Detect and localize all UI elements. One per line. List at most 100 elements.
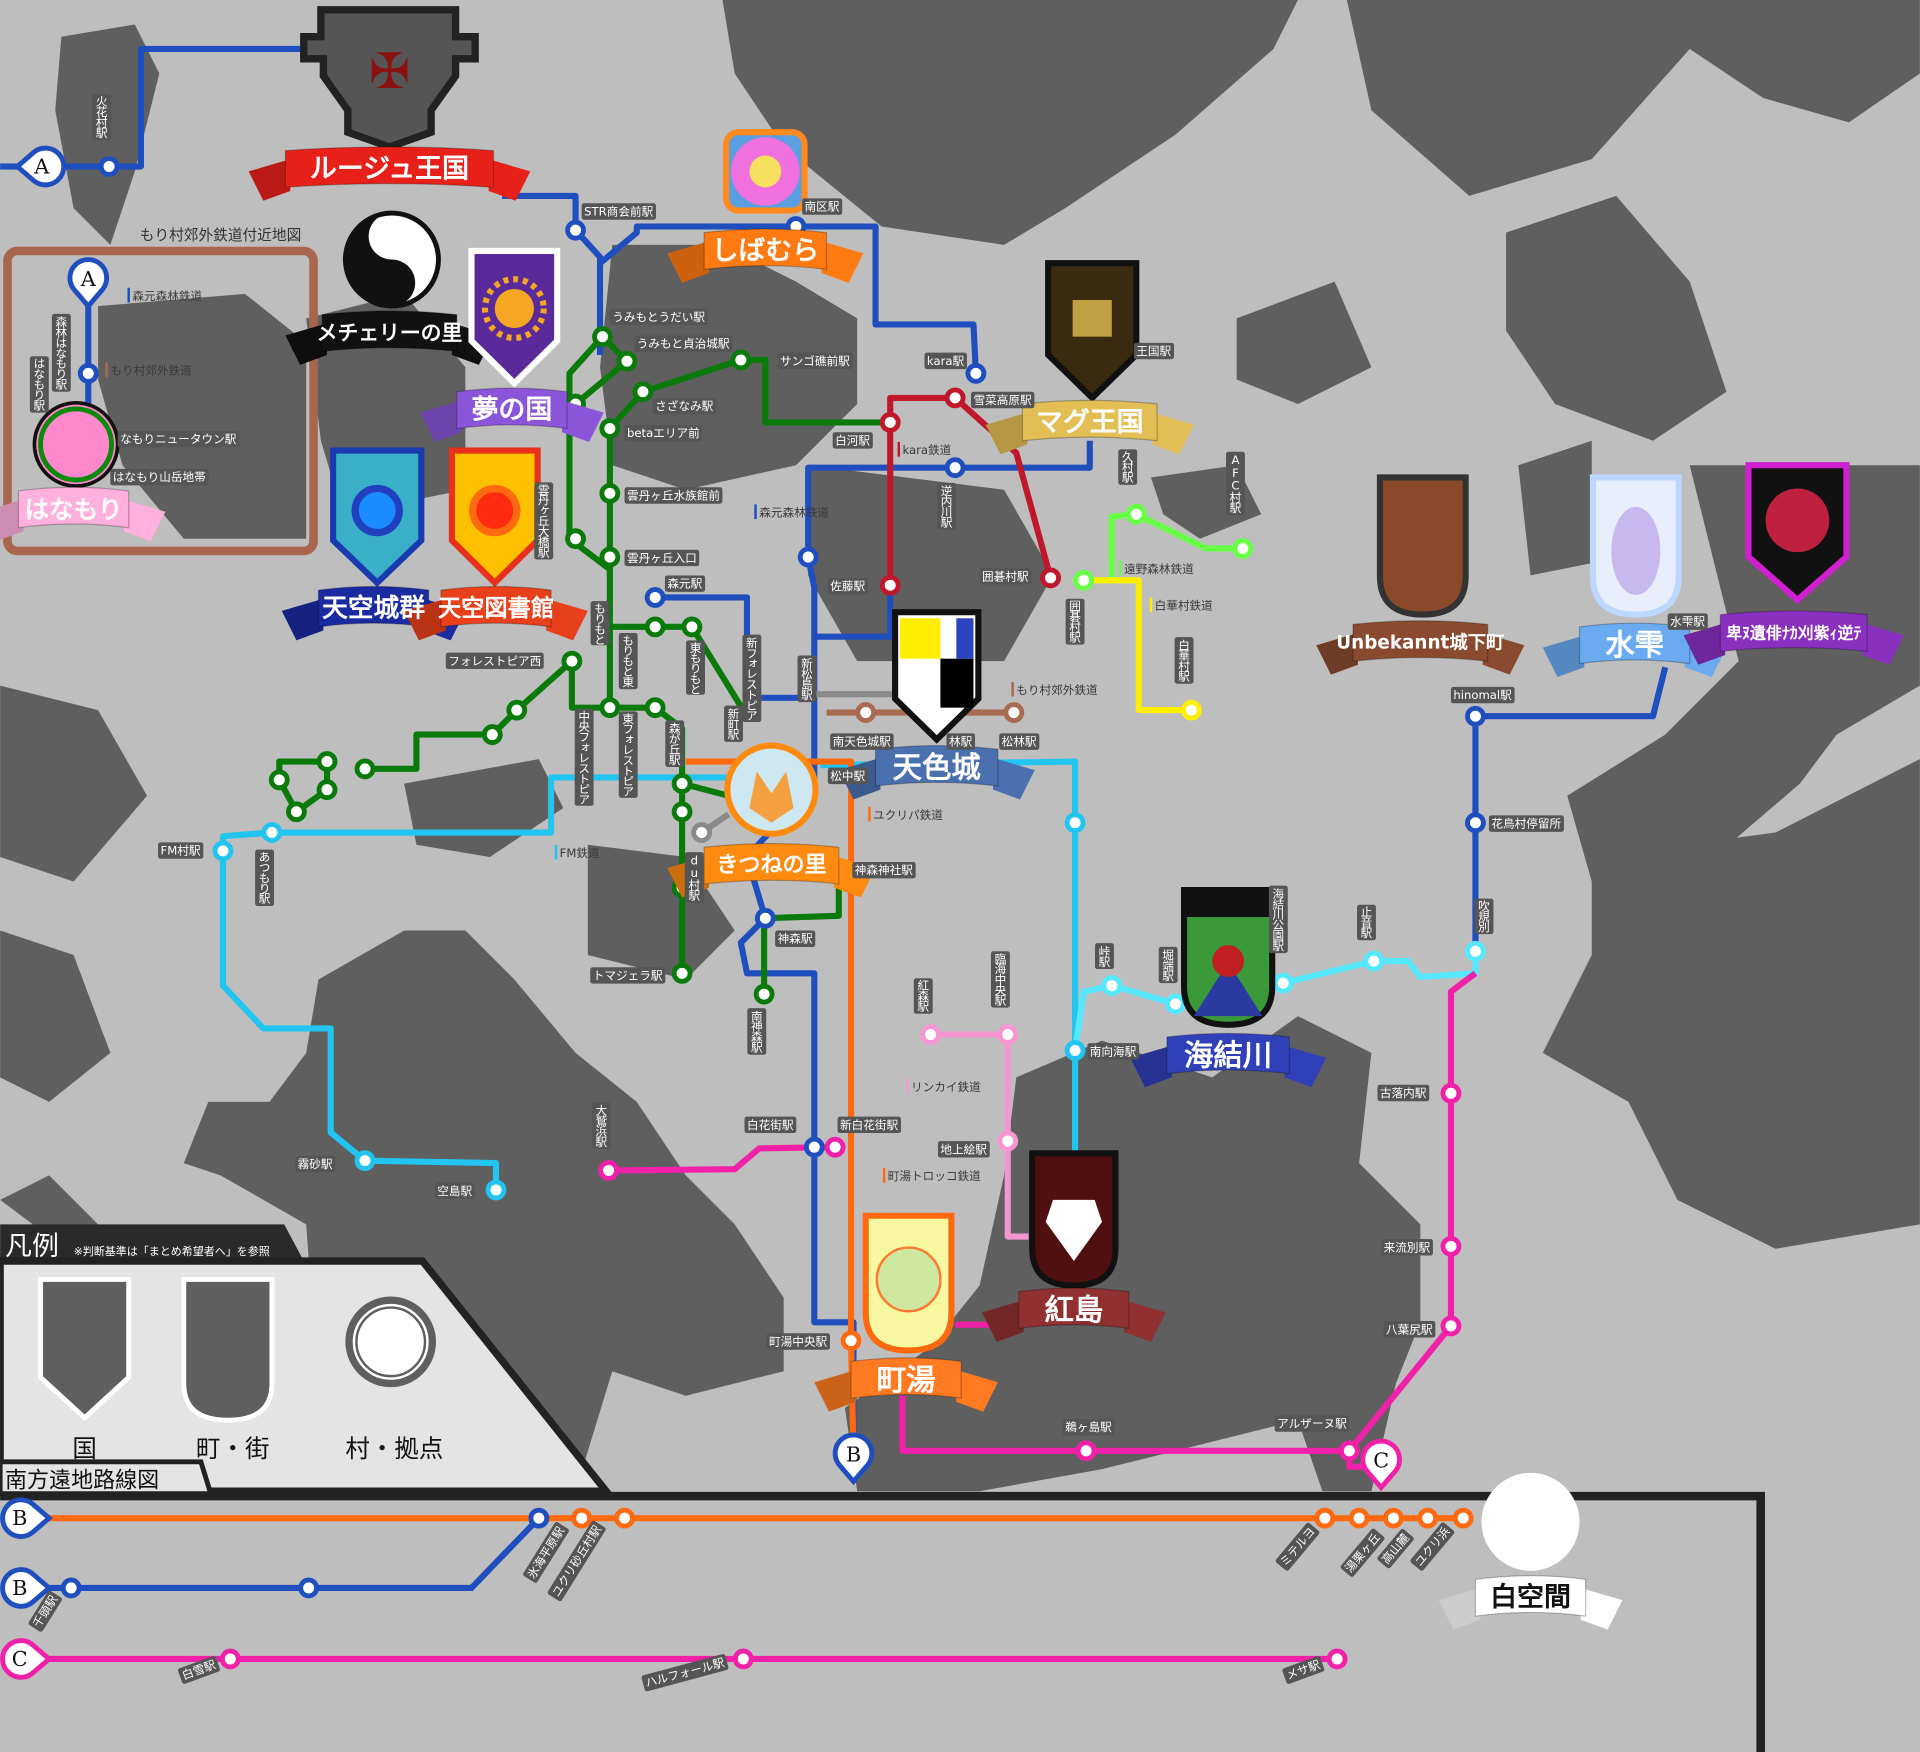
station-label[interactable]: もりもと bbox=[593, 602, 607, 644]
station-marker[interactable] bbox=[481, 724, 503, 745]
station-label[interactable]: 東フォレストピア bbox=[621, 713, 635, 797]
station-marker[interactable] bbox=[879, 411, 901, 433]
station-marker[interactable] bbox=[485, 1179, 507, 1201]
station-label[interactable]: 鵜ヶ島駅 bbox=[1065, 1420, 1112, 1434]
station-marker[interactable] bbox=[1465, 812, 1486, 834]
station-marker[interactable] bbox=[565, 528, 586, 550]
station-marker[interactable] bbox=[1452, 1507, 1474, 1529]
station-label[interactable]: 南天色城駅 bbox=[833, 735, 892, 749]
station-label[interactable]: もりもと東 bbox=[621, 634, 635, 688]
emblem-name[interactable]: 紅島 bbox=[1044, 1293, 1103, 1327]
station-label[interactable]: 森林はなもり駅 bbox=[54, 315, 68, 390]
station-marker[interactable] bbox=[644, 697, 666, 719]
station-marker[interactable] bbox=[599, 482, 621, 504]
station-marker[interactable] bbox=[1165, 993, 1186, 1015]
station-label[interactable]: 新白花街駅 bbox=[840, 1118, 899, 1132]
station-marker[interactable] bbox=[212, 840, 234, 862]
station-marker[interactable] bbox=[98, 156, 120, 177]
station-marker[interactable] bbox=[1232, 538, 1254, 559]
station-label[interactable]: 王国駅 bbox=[1136, 344, 1171, 358]
line-marker-B[interactable]: B bbox=[832, 1432, 875, 1486]
station-label[interactable]: 南向海駅 bbox=[1090, 1044, 1137, 1058]
station-marker[interactable] bbox=[644, 616, 666, 638]
emblem-name[interactable]: 天空図書館 bbox=[438, 595, 554, 622]
station-label[interactable]: あつもり駅 bbox=[258, 851, 272, 905]
station-label[interactable]: さざなみ駅 bbox=[655, 399, 714, 413]
station-marker[interactable] bbox=[1326, 1648, 1348, 1670]
station-label[interactable]: betaエリア前 bbox=[627, 426, 700, 440]
station-label[interactable]: 花鳥村停留所 bbox=[1491, 817, 1561, 831]
emblem-name[interactable]: はなもり bbox=[25, 495, 123, 524]
station-label[interactable]: アルザーヌ駅 bbox=[1277, 1417, 1347, 1431]
station-marker[interactable] bbox=[855, 702, 877, 723]
station-marker[interactable] bbox=[671, 801, 693, 823]
station-marker[interactable] bbox=[824, 1136, 846, 1158]
station-label[interactable]: 吹規別 bbox=[1477, 900, 1491, 933]
emblem-name[interactable]: 水雫 bbox=[1605, 628, 1664, 662]
station-marker[interactable] bbox=[965, 363, 987, 384]
station-marker[interactable] bbox=[840, 1330, 862, 1352]
station-marker[interactable] bbox=[354, 758, 376, 780]
station-marker[interactable] bbox=[316, 779, 338, 801]
station-marker[interactable] bbox=[561, 650, 583, 672]
station-label[interactable]: 白華村駅 bbox=[1177, 638, 1191, 682]
station-label[interactable]: 古落内駅 bbox=[1380, 1086, 1427, 1100]
station-label[interactable]: 海結川公園駅 bbox=[1271, 887, 1285, 952]
station-marker[interactable] bbox=[732, 1648, 754, 1670]
emblem-name[interactable]: マグ王国 bbox=[1036, 406, 1144, 438]
station-label[interactable]: 囲碁村駅 bbox=[1068, 600, 1082, 643]
station-marker[interactable] bbox=[753, 983, 775, 1005]
station-marker[interactable] bbox=[879, 574, 901, 596]
station-marker[interactable] bbox=[691, 822, 713, 843]
line-marker-C[interactable]: C bbox=[1360, 1438, 1402, 1492]
line-marker-A[interactable]: A bbox=[13, 145, 67, 188]
station-marker[interactable] bbox=[944, 387, 966, 409]
station-label[interactable]: 来流別駅 bbox=[1384, 1240, 1431, 1254]
emblem-name[interactable]: 天色城 bbox=[893, 751, 982, 785]
station-label[interactable]: 松林駅 bbox=[1002, 735, 1037, 749]
line-marker-A[interactable]: A bbox=[67, 257, 110, 310]
station-label[interactable]: 森元駅 bbox=[667, 577, 702, 591]
station-label[interactable]: 佐藤駅 bbox=[830, 579, 865, 593]
station-marker[interactable] bbox=[298, 1577, 320, 1599]
station-label[interactable]: うみもと貞治城駅 bbox=[637, 337, 730, 351]
station-label[interactable]: 松中駅 bbox=[830, 769, 865, 783]
station-label[interactable]: 地上絵駅 bbox=[940, 1142, 987, 1156]
station-marker[interactable] bbox=[671, 962, 693, 984]
station-label[interactable]: 止音駅 bbox=[1359, 906, 1373, 939]
station-marker[interactable] bbox=[944, 457, 966, 479]
station-label[interactable]: 雲丹ヶ丘大橋駅 bbox=[537, 484, 551, 559]
station-label[interactable]: 堀端駅 bbox=[1161, 948, 1175, 982]
emblem-name[interactable]: ルージュ王国 bbox=[310, 153, 469, 184]
station-marker[interactable] bbox=[797, 546, 819, 568]
station-label[interactable]: 南神森駅 bbox=[750, 1009, 764, 1053]
station-label[interactable]: はなもり駅 bbox=[32, 358, 46, 412]
station-label[interactable]: 霧砂駅 bbox=[298, 1157, 333, 1171]
station-marker[interactable] bbox=[1040, 567, 1062, 589]
station-marker[interactable] bbox=[681, 616, 703, 638]
station-marker[interactable] bbox=[1383, 1507, 1404, 1529]
emblem-name[interactable]: 天空城群 bbox=[322, 592, 425, 623]
station-marker[interactable] bbox=[1064, 812, 1086, 834]
station-marker[interactable] bbox=[997, 1130, 1019, 1152]
station-label[interactable]: フォレストピア西 bbox=[448, 654, 541, 668]
station-marker[interactable] bbox=[1272, 972, 1294, 994]
station-label[interactable]: hinomal駅 bbox=[1453, 688, 1512, 702]
station-label[interactable]: 森が丘駅 bbox=[668, 722, 682, 766]
station-marker[interactable] bbox=[219, 1648, 241, 1670]
station-marker[interactable] bbox=[1073, 569, 1095, 591]
station-label[interactable]: 紅森駅 bbox=[916, 979, 930, 1012]
station-marker[interactable] bbox=[60, 1577, 82, 1599]
emblem-name[interactable]: 町湯 bbox=[877, 1363, 936, 1397]
station-marker[interactable] bbox=[1180, 699, 1202, 721]
station-label[interactable]: トマジェラ駅 bbox=[593, 968, 663, 982]
station-label[interactable]: 町湯中央駅 bbox=[769, 1335, 828, 1349]
station-marker[interactable] bbox=[1125, 503, 1147, 525]
station-label[interactable]: うみもとうだい駅 bbox=[612, 310, 705, 324]
station-label[interactable]: 新松島駅 bbox=[800, 657, 814, 701]
station-marker[interactable] bbox=[565, 219, 586, 241]
emblem-name[interactable]: メチェリーの里 bbox=[317, 321, 463, 345]
station-label[interactable]: 臨海中央駅 bbox=[993, 953, 1007, 1007]
emblem-name[interactable]: きつねの里 bbox=[716, 853, 826, 878]
station-label[interactable]: 雪菜高原駅 bbox=[973, 393, 1032, 407]
